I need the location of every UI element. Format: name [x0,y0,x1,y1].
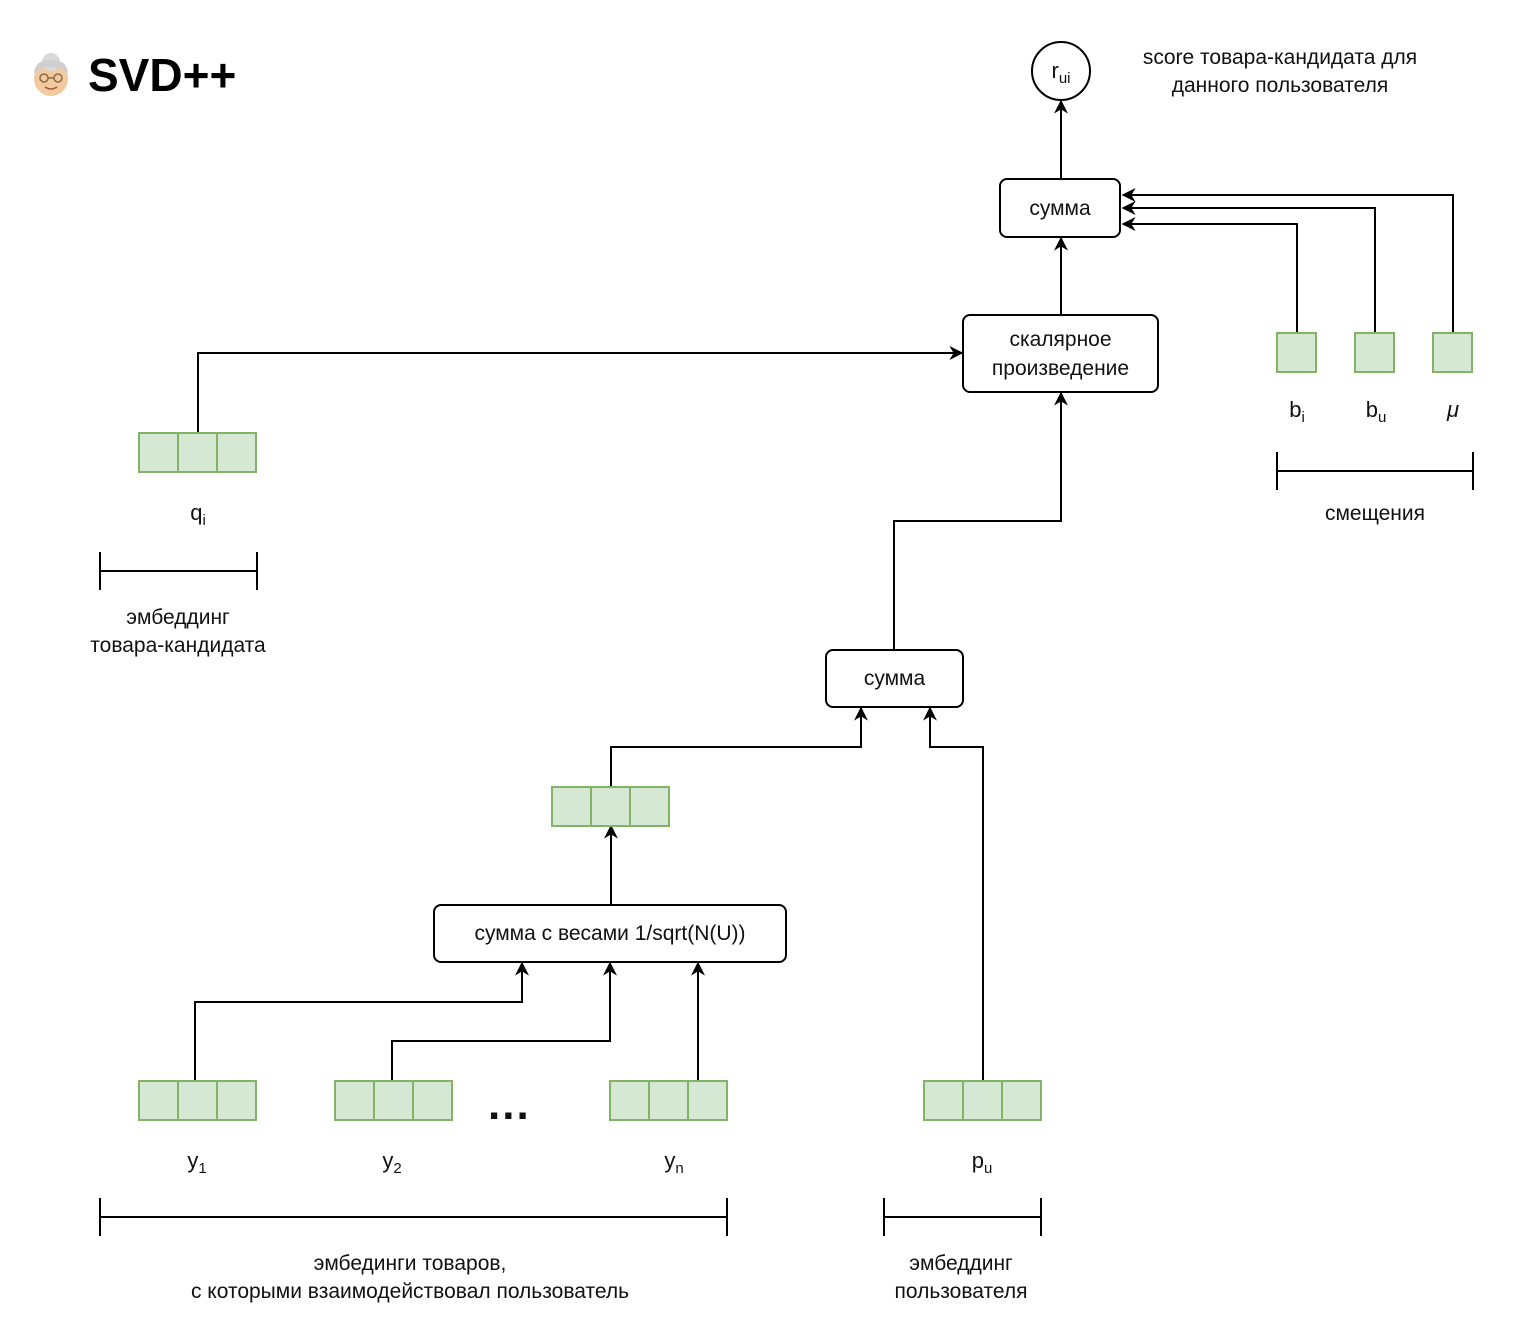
y-2-label: y2 [382,1148,402,1177]
page-title: SVD++ [26,48,236,102]
bracket-interacted-items [99,1198,728,1236]
q-i-vector-cell-3 [216,432,257,473]
aggregated-vector [551,786,670,827]
aggregated-vector-cell-1 [551,786,592,827]
user-embedding-caption: эмбеддинг пользователя [894,1252,1028,1303]
sum-top-box: сумма [999,178,1121,238]
y-n-vector-cell-2 [648,1080,689,1121]
aggregated-vector-cell-2 [590,786,631,827]
r-ui-node [1031,41,1091,101]
y-n-vector [609,1080,728,1121]
q-i-vector [138,432,257,473]
y-1-label: y1 [187,1148,207,1177]
weighted-sum-box: сумма с весами 1/sqrt(N(U)) [433,904,787,963]
ellipsis: ... [488,1080,531,1129]
edge-y2-to-weighted [391,961,617,1081]
title-text: SVD++ [88,49,237,101]
y-1-vector-cell-1 [138,1080,179,1121]
y-1-vector-cell-3 [216,1080,257,1121]
y-2-vector-cell-2 [373,1080,414,1121]
edge-b-u-to-sum-top [1121,201,1376,333]
b-u-cell-cell-1 [1354,332,1395,373]
p-u-vector-cell-1 [923,1080,964,1121]
b-i-cell [1276,332,1317,373]
aggregated-vector-cell-3 [629,786,670,827]
b-i-label: bi [1289,397,1305,426]
b-u-label: bu [1365,397,1387,426]
edge-p-u-to-sum-mid [923,706,984,1081]
b-u-cell [1354,332,1395,373]
p-u-vector [923,1080,1042,1121]
p-u-vector-cell-3 [1001,1080,1042,1121]
edge-agg-to-sum-mid [610,706,868,787]
y-2-vector [334,1080,453,1121]
y-n-vector-cell-1 [609,1080,650,1121]
y-2-vector-cell-3 [412,1080,453,1121]
bracket-item-embedding [99,552,258,590]
score-label: score товара-кандидата для данного польз… [1142,46,1418,97]
mu-cell-cell-1 [1432,332,1473,373]
q-i-vector-cell-2 [177,432,218,473]
edge-mu-to-sum-top [1121,188,1454,333]
b-i-cell-cell-1 [1276,332,1317,373]
interacted-items-caption: эмбединги товаров, с которыми взаимодейс… [190,1252,630,1303]
edge-b-i-to-sum-top [1121,217,1298,333]
q-i-label: qi [190,500,206,529]
q-i-vector-cell-1 [138,432,179,473]
embedding-vectors [138,332,1473,1121]
y-2-vector-cell-1 [334,1080,375,1121]
bracket-biases [1276,452,1474,490]
bracket-user-embedding [883,1198,1042,1236]
sum-mid-box: сумма [825,649,964,708]
mu-cell [1432,332,1473,373]
edge-q-i-to-dot [197,346,964,433]
old-woman-emoji-icon [34,53,68,96]
item-embedding-caption: эмбеддинг товара-кандидата [90,606,266,657]
edge-sum-mid-to-dot [893,391,1068,649]
r-ui-label: rui [1051,58,1071,87]
p-u-label: pu [971,1148,993,1177]
y-1-vector-cell-2 [177,1080,218,1121]
biases-caption: смещения [1324,502,1426,525]
y-n-vector-cell-3 [687,1080,728,1121]
p-u-vector-cell-2 [962,1080,1003,1121]
edge-y1-to-weighted [194,961,529,1081]
mu-label: μ [1446,397,1460,422]
dot-product-box: скалярное произведение [962,314,1159,393]
y-n-label: yn [664,1148,684,1177]
y-1-vector [138,1080,257,1121]
